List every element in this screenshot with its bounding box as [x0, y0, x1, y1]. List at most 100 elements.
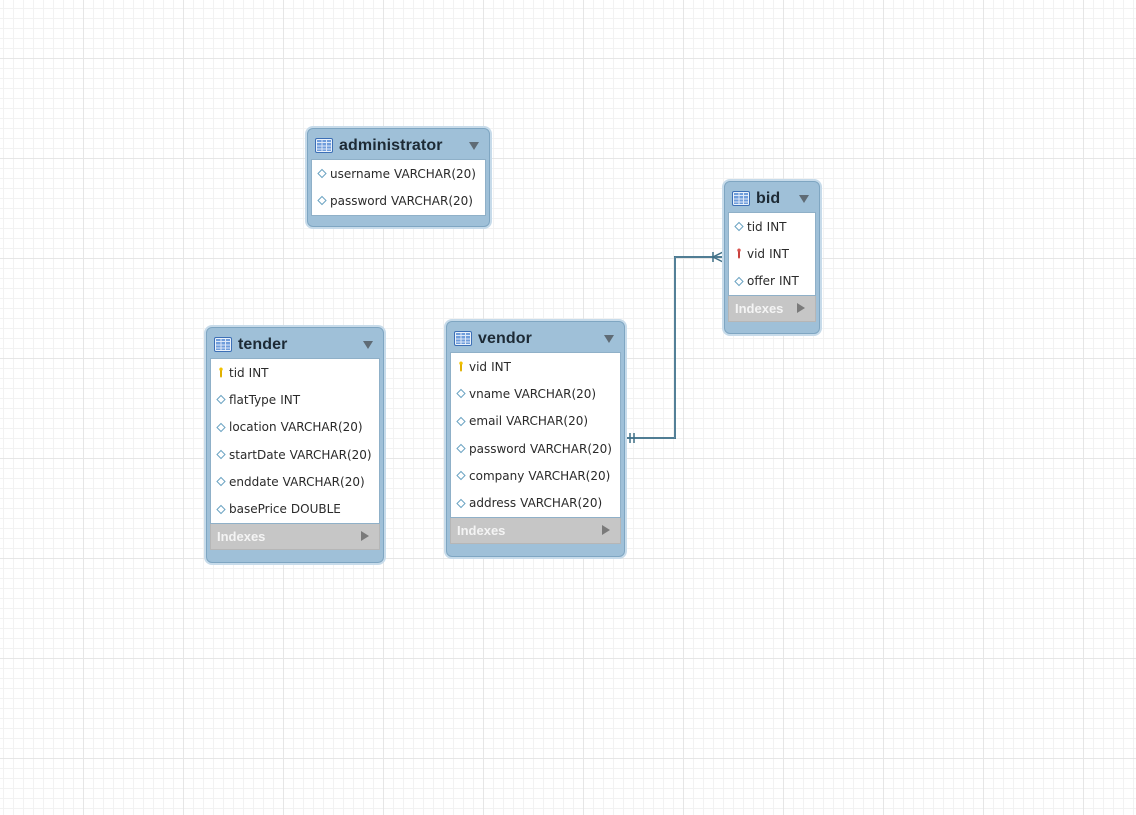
- nullable-column-diamond-icon: [456, 470, 466, 481]
- column-name: startDate: [229, 447, 286, 462]
- cardinality-one-and-only-one-marker: [629, 433, 635, 443]
- column-name: basePrice: [229, 502, 287, 517]
- cardinality-one-or-many-marker: [712, 251, 724, 263]
- table-icon: [732, 191, 750, 206]
- column-name: password: [330, 193, 387, 208]
- entity-header[interactable]: administrator: [311, 132, 486, 159]
- column-type: VARCHAR(20): [520, 496, 603, 511]
- column-type: VARCHAR(20): [514, 386, 597, 401]
- column-name: vname: [469, 386, 511, 401]
- column-name: enddate: [229, 474, 279, 489]
- column-row[interactable]: username VARCHAR(20): [312, 160, 485, 187]
- nullable-column-diamond-icon: [317, 195, 327, 206]
- column-type: INT: [766, 219, 787, 234]
- column-name: password: [469, 441, 526, 456]
- nullable-column-diamond-icon: [216, 422, 226, 433]
- nullable-column-diamond-icon: [734, 276, 744, 287]
- nullable-column-diamond-icon: [456, 498, 466, 509]
- nullable-column-diamond-icon: [216, 476, 226, 487]
- primary-key-icon: [456, 361, 466, 372]
- column-name: vid: [469, 359, 488, 374]
- column-name: email: [469, 414, 503, 429]
- column-type: VARCHAR(20): [390, 193, 473, 208]
- chevron-down-icon[interactable]: [362, 340, 374, 350]
- nullable-column-diamond-icon: [216, 449, 226, 460]
- column-type: VARCHAR(20): [282, 474, 365, 489]
- nullable-column-diamond-icon: [734, 221, 744, 232]
- column-name: flatType: [229, 392, 277, 407]
- column-type: INT: [280, 392, 301, 407]
- nullable-column-diamond-icon: [317, 168, 327, 179]
- column-type: VARCHAR(20): [529, 441, 612, 456]
- column-type: VARCHAR(20): [394, 166, 476, 181]
- entity-header[interactable]: tender: [210, 331, 380, 358]
- nullable-column-diamond-icon: [456, 443, 466, 454]
- expand-right-icon[interactable]: [359, 530, 371, 542]
- column-name: offer: [747, 274, 775, 289]
- entity-header[interactable]: vendor: [450, 325, 621, 352]
- relationship-vendor-bid[interactable]: [626, 251, 724, 443]
- chevron-down-icon[interactable]: [603, 334, 615, 344]
- column-name: company: [469, 468, 525, 483]
- relationship-line-outer: [626, 256, 724, 439]
- table-icon: [454, 331, 472, 346]
- table-icon: [315, 138, 333, 153]
- foreign-key-icon: [734, 248, 744, 259]
- entity-title: tender: [238, 335, 288, 353]
- entity-title: vendor: [478, 329, 532, 347]
- nullable-column-diamond-icon: [216, 504, 226, 515]
- indexes-label: Indexes: [735, 300, 784, 316]
- indexes-section[interactable]: Indexes: [728, 295, 816, 322]
- column-name: vid: [747, 246, 766, 261]
- primary-key-icon: [216, 367, 226, 378]
- indexes-section[interactable]: Indexes: [210, 523, 380, 550]
- column-name: tid: [747, 219, 763, 234]
- chevron-down-icon[interactable]: [468, 141, 480, 151]
- expand-right-icon[interactable]: [600, 524, 612, 536]
- column-name: address: [469, 496, 517, 511]
- entity-title: administrator: [339, 136, 443, 154]
- column-name: location: [229, 420, 277, 435]
- column-type: VARCHAR(20): [528, 468, 611, 483]
- chevron-down-icon[interactable]: [798, 194, 810, 204]
- column-type: INT: [491, 359, 511, 374]
- entity-header[interactable]: bid: [728, 185, 816, 212]
- column-type: VARCHAR(20): [289, 447, 372, 462]
- column-name: username: [330, 166, 390, 181]
- column-type: VARCHAR(20): [506, 414, 589, 429]
- expand-right-icon[interactable]: [795, 302, 807, 314]
- nullable-column-diamond-icon: [456, 416, 466, 427]
- indexes-section[interactable]: Indexes: [450, 517, 621, 544]
- indexes-label: Indexes: [217, 528, 266, 544]
- column-type: INT: [778, 274, 799, 289]
- table-icon: [214, 337, 232, 352]
- column-type: INT: [769, 246, 789, 261]
- indexes-label: Indexes: [457, 522, 506, 538]
- nullable-column-diamond-icon: [456, 388, 466, 399]
